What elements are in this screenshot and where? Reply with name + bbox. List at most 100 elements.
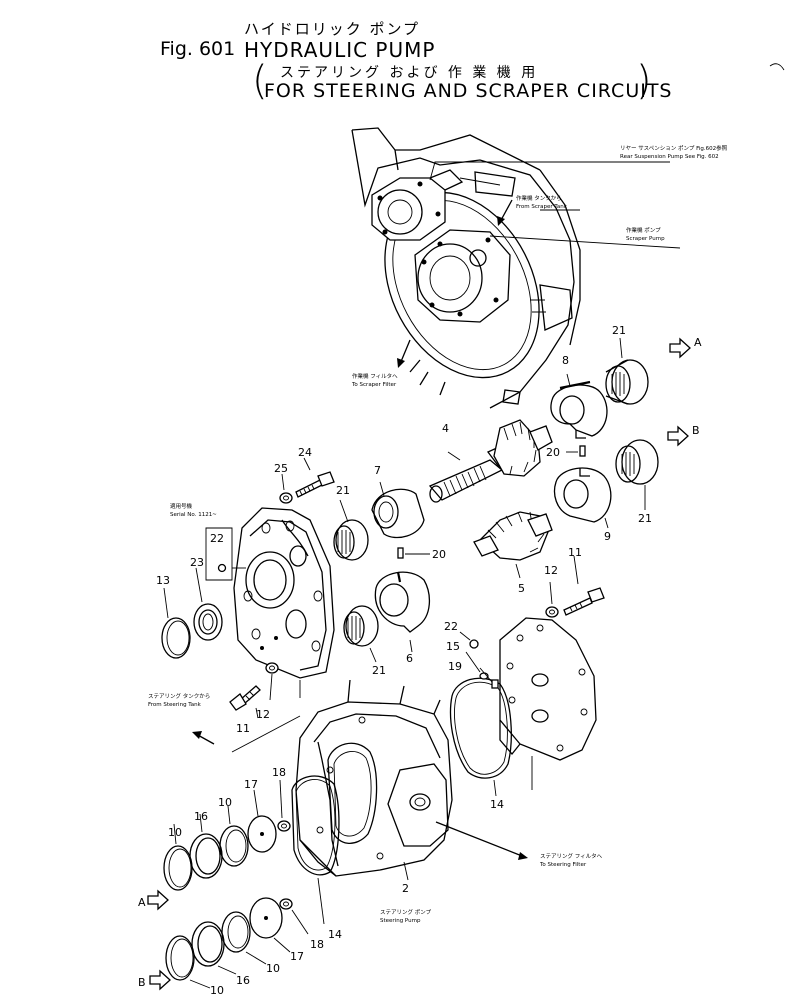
scraper-pump-installed bbox=[414, 229, 511, 323]
plug-18-bottom bbox=[279, 898, 309, 935]
part-number: 17 bbox=[244, 778, 258, 791]
svg-text:A: A bbox=[694, 336, 702, 349]
backup-ring-16-bottom bbox=[191, 921, 237, 975]
callout-to-steering-filter: ステアリング フィルタへ To Steering Filter bbox=[435, 821, 603, 868]
part-number: 7 bbox=[374, 464, 381, 477]
serial-jp-label: 適用号機 bbox=[170, 502, 193, 510]
part-number: 15 bbox=[446, 640, 460, 653]
cover-plate-17-top bbox=[247, 789, 277, 853]
from-steering-tank-jp-label: ステアリング タンクから bbox=[148, 692, 210, 700]
part-number: 21 bbox=[372, 664, 386, 677]
bearing-21-top bbox=[605, 337, 649, 405]
title-japanese: ハイドロリック ポンプ bbox=[244, 20, 421, 38]
dowel-pin-20-top bbox=[566, 445, 586, 457]
figure-title: HYDRAULIC PUMP bbox=[244, 38, 436, 62]
rear-pump-jp-label: リヤー サスペンション ポンプ Fig.602参照 bbox=[620, 144, 728, 152]
part-number: 11 bbox=[568, 546, 582, 559]
part-number: 9 bbox=[604, 530, 611, 543]
part-number: 11 bbox=[236, 722, 250, 735]
callout-rear-suspension-pump: リヤー サスペンション ポンプ Fig.602参照 Rear Suspensio… bbox=[429, 144, 728, 181]
part-number: 18 bbox=[272, 766, 286, 779]
part-number: 16 bbox=[194, 810, 208, 823]
rear-cover bbox=[499, 617, 597, 790]
bearing-holder-9 bbox=[553, 467, 612, 529]
pin-19 bbox=[479, 667, 499, 689]
callout-serial-number: 適用号機 Serial No. 1121~ bbox=[170, 502, 246, 581]
part-number: 20 bbox=[432, 548, 446, 561]
callout-to-scraper-filter: 作業機 フィルタへ To Scraper Filter bbox=[351, 339, 411, 388]
corner-mark bbox=[769, 63, 785, 71]
bearing-holder-8 bbox=[550, 373, 608, 439]
part-number: 16 bbox=[236, 974, 250, 987]
washer-25 bbox=[279, 473, 293, 504]
to-scraper-filter-label: To Scraper Filter bbox=[351, 382, 397, 388]
bushing-7 bbox=[371, 481, 425, 539]
o-ring-10-upper-right bbox=[219, 805, 249, 867]
view-arrow-a-top: A bbox=[669, 336, 702, 359]
svg-text:B: B bbox=[692, 424, 700, 437]
rear-suspension-pump bbox=[371, 169, 464, 241]
bearing-21-low bbox=[343, 605, 379, 663]
part-number: 24 bbox=[298, 446, 312, 459]
scraper-pump-label: Scraper Pump bbox=[626, 236, 665, 242]
figure-number: Fig. 601 bbox=[160, 38, 236, 60]
bearing-21-right bbox=[615, 439, 659, 510]
from-steering-tank-label: From Steering Tank bbox=[148, 702, 202, 708]
part-number: 4 bbox=[442, 422, 449, 435]
part-number: 10 bbox=[266, 962, 280, 975]
to-steering-filter-jp-label: ステアリング フィルタへ bbox=[540, 852, 603, 860]
oil-seal-23 bbox=[193, 567, 223, 641]
part-number-labels: 21 8 4 20 21 9 24 25 7 21 22 23 13 20 5 … bbox=[156, 324, 652, 994]
bearing-holder-6 bbox=[374, 571, 430, 653]
view-arrow-a-bottom: A bbox=[138, 889, 169, 911]
cover-plate-17-bottom bbox=[249, 897, 291, 953]
part-number: 10 bbox=[218, 796, 232, 809]
drive-gear-shaft-4 bbox=[428, 419, 553, 503]
part-number: 18 bbox=[310, 938, 324, 951]
callout-from-scraper-tank: 作業機 タンクから From Scraper Tank bbox=[497, 194, 568, 226]
serial-label: Serial No. 1121~ bbox=[170, 512, 217, 518]
paren-close: ) bbox=[636, 58, 652, 104]
svg-text:B: B bbox=[138, 976, 146, 989]
gasket-14-front bbox=[291, 775, 340, 925]
o-ring-13 bbox=[161, 587, 191, 659]
part-number: 14 bbox=[328, 928, 342, 941]
part-number: 2 bbox=[402, 882, 409, 895]
svg-text:A: A bbox=[138, 896, 146, 909]
figure-subtitle: FOR STEERING AND SCRAPER CIRCUITS bbox=[264, 80, 673, 102]
o-ring-10-lower-left bbox=[165, 935, 211, 989]
part-number: 10 bbox=[168, 826, 182, 839]
plug-22-rear bbox=[459, 631, 479, 649]
gasket-14-rear bbox=[449, 677, 512, 797]
washer-12-right bbox=[545, 581, 559, 618]
part-number: 22 bbox=[444, 620, 458, 633]
backup-ring-16-top bbox=[189, 813, 223, 879]
bolt-24 bbox=[295, 457, 335, 498]
part-number: 6 bbox=[406, 652, 413, 665]
part-number: 21 bbox=[336, 484, 350, 497]
part-number: 8 bbox=[562, 354, 569, 367]
part-number: 13 bbox=[156, 574, 170, 587]
o-ring-10-upper-left bbox=[163, 823, 193, 891]
subtitle-japanese: ステアリング および 作 業 機 用 bbox=[280, 65, 539, 81]
part-number: 14 bbox=[490, 798, 504, 811]
from-scraper-tank-label: From Scraper Tank bbox=[516, 204, 568, 210]
part-number: 12 bbox=[256, 708, 270, 721]
from-scraper-tank-jp-label: 作業機 タンクから bbox=[516, 194, 562, 202]
pin-15 bbox=[465, 651, 489, 680]
to-scraper-filter-jp-label: 作業機 フィルタへ bbox=[352, 372, 398, 380]
plug-18-top bbox=[277, 779, 291, 832]
part-number: 5 bbox=[518, 582, 525, 595]
part-number: 25 bbox=[274, 462, 288, 475]
part-number: 10 bbox=[210, 984, 224, 994]
part-number: 12 bbox=[544, 564, 558, 577]
part-number: 23 bbox=[190, 556, 204, 569]
washer-12-left bbox=[265, 662, 279, 701]
part-number: 21 bbox=[638, 512, 652, 525]
scraper-pump-jp-label: 作業機 ポンプ bbox=[626, 226, 661, 234]
steering-pump-jp-label: ステアリング ポンプ bbox=[380, 908, 432, 916]
part-number: 21 bbox=[612, 324, 626, 337]
rear-pump-label: Rear Suspension Pump See Fig. 602 bbox=[620, 154, 719, 160]
